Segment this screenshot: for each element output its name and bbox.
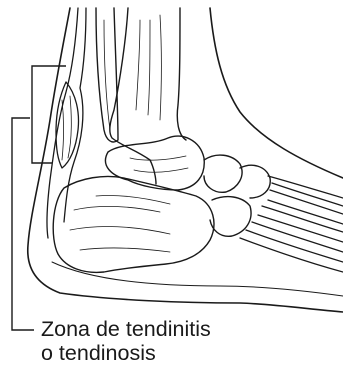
sole-pad — [52, 262, 343, 296]
skin-outline-front — [210, 8, 343, 178]
thickened-tendon-zone — [56, 82, 79, 168]
fibula-bone — [96, 8, 118, 142]
calcaneus-bone — [53, 176, 214, 272]
annotation-label-line1: Zona de tendinitis — [41, 317, 211, 341]
achilles-tendon — [47, 8, 78, 238]
annotation-label-line2: o tendinosis — [41, 341, 156, 365]
midfoot-bones — [204, 155, 242, 192]
